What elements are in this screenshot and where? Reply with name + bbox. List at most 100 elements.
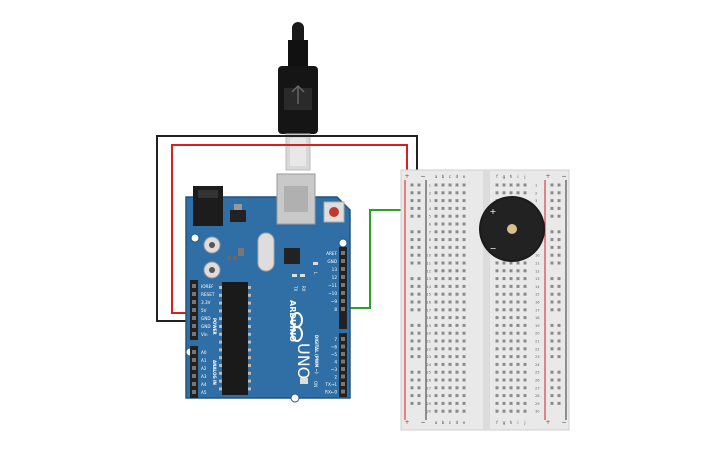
breadboard-hole[interactable] (523, 261, 527, 265)
breadboard-hole[interactable] (502, 277, 506, 281)
breadboard-hole[interactable] (441, 323, 445, 327)
breadboard-hole[interactable] (462, 401, 466, 405)
rail-hole[interactable] (557, 300, 561, 304)
breadboard-hole[interactable] (455, 277, 459, 281)
breadboard-hole[interactable] (516, 355, 520, 359)
rail-hole[interactable] (550, 206, 554, 210)
breadboard-hole[interactable] (441, 222, 445, 226)
breadboard-hole[interactable] (462, 339, 466, 343)
breadboard-hole[interactable] (509, 284, 513, 288)
piezo-buzzer[interactable]: + − (479, 196, 545, 262)
breadboard-hole[interactable] (502, 378, 506, 382)
breadboard-hole[interactable] (462, 214, 466, 218)
breadboard-hole[interactable] (441, 284, 445, 288)
breadboard-hole[interactable] (455, 284, 459, 288)
breadboard-hole[interactable] (523, 323, 527, 327)
rail-hole[interactable] (550, 230, 554, 234)
breadboard-hole[interactable] (462, 245, 466, 249)
breadboard-hole[interactable] (441, 378, 445, 382)
breadboard-hole[interactable] (462, 292, 466, 296)
breadboard-hole[interactable] (455, 347, 459, 351)
breadboard-hole[interactable] (448, 183, 452, 187)
breadboard-hole[interactable] (502, 394, 506, 398)
breadboard-hole[interactable] (495, 300, 499, 304)
rail-hole[interactable] (550, 331, 554, 335)
breadboard-hole[interactable] (509, 378, 513, 382)
rail-hole[interactable] (550, 199, 554, 203)
breadboard-hole[interactable] (448, 339, 452, 343)
breadboard-hole[interactable] (523, 316, 527, 320)
breadboard-hole[interactable] (434, 409, 438, 413)
breadboard-hole[interactable] (509, 308, 513, 312)
breadboard-hole[interactable] (448, 292, 452, 296)
breadboard-hole[interactable] (448, 378, 452, 382)
rail-hole[interactable] (417, 401, 421, 405)
breadboard-hole[interactable] (441, 386, 445, 390)
breadboard-hole[interactable] (441, 308, 445, 312)
rail-hole[interactable] (557, 183, 561, 187)
analog-pin[interactable] (192, 374, 196, 378)
breadboard-hole[interactable] (441, 401, 445, 405)
digital-pin[interactable] (341, 352, 345, 356)
reset-button[interactable] (323, 201, 345, 223)
breadboard-hole[interactable] (462, 323, 466, 327)
rail-hole[interactable] (557, 339, 561, 343)
breadboard-hole[interactable] (509, 323, 513, 327)
breadboard-hole[interactable] (509, 386, 513, 390)
rail-hole[interactable] (410, 378, 414, 382)
breadboard-hole[interactable] (441, 199, 445, 203)
breadboard-hole[interactable] (455, 339, 459, 343)
breadboard-hole[interactable] (441, 206, 445, 210)
breadboard-hole[interactable] (434, 347, 438, 351)
rail-hole[interactable] (550, 300, 554, 304)
breadboard-hole[interactable] (462, 409, 466, 413)
breadboard-hole[interactable] (434, 355, 438, 359)
breadboard-hole[interactable] (523, 409, 527, 413)
breadboard-hole[interactable] (495, 386, 499, 390)
breadboard-hole[interactable] (441, 409, 445, 413)
breadboard-hole[interactable] (502, 316, 506, 320)
digital-pin[interactable] (341, 307, 345, 311)
rail-hole[interactable] (417, 331, 421, 335)
breadboard-hole[interactable] (516, 300, 520, 304)
breadboard-hole[interactable] (502, 269, 506, 273)
breadboard-hole[interactable] (455, 214, 459, 218)
breadboard-hole[interactable] (502, 370, 506, 374)
breadboard-hole[interactable] (448, 386, 452, 390)
rail-hole[interactable] (550, 245, 554, 249)
rail-hole[interactable] (550, 347, 554, 351)
rail-hole[interactable] (550, 183, 554, 187)
breadboard-hole[interactable] (495, 316, 499, 320)
rail-hole[interactable] (557, 277, 561, 281)
breadboard-hole[interactable] (448, 277, 452, 281)
power-pin[interactable] (192, 308, 196, 312)
rail-hole[interactable] (550, 386, 554, 390)
breadboard-hole[interactable] (462, 284, 466, 288)
breadboard-hole[interactable] (434, 214, 438, 218)
breadboard-hole[interactable] (509, 339, 513, 343)
rail-hole[interactable] (557, 355, 561, 359)
breadboard-hole[interactable] (448, 261, 452, 265)
breadboard-hole[interactable] (434, 284, 438, 288)
rail-hole[interactable] (410, 386, 414, 390)
breadboard-hole[interactable] (455, 370, 459, 374)
rail-hole[interactable] (410, 331, 414, 335)
breadboard-hole[interactable] (448, 331, 452, 335)
rail-hole[interactable] (557, 323, 561, 327)
breadboard-hole[interactable] (441, 269, 445, 273)
arduino-uno-board[interactable]: TX RX L ARDUINO UNO ON IOREFRESET3.3V5VG… (185, 173, 351, 403)
breadboard-hole[interactable] (516, 183, 520, 187)
breadboard-hole[interactable] (509, 394, 513, 398)
breadboard-hole[interactable] (502, 409, 506, 413)
breadboard-hole[interactable] (434, 269, 438, 273)
breadboard-hole[interactable] (434, 300, 438, 304)
breadboard-hole[interactable] (434, 253, 438, 257)
breadboard-hole[interactable] (495, 269, 499, 273)
rail-hole[interactable] (417, 378, 421, 382)
breadboard-hole[interactable] (523, 370, 527, 374)
analog-pin[interactable] (192, 366, 196, 370)
breadboard-hole[interactable] (516, 378, 520, 382)
rail-hole[interactable] (550, 277, 554, 281)
rail-hole[interactable] (417, 284, 421, 288)
